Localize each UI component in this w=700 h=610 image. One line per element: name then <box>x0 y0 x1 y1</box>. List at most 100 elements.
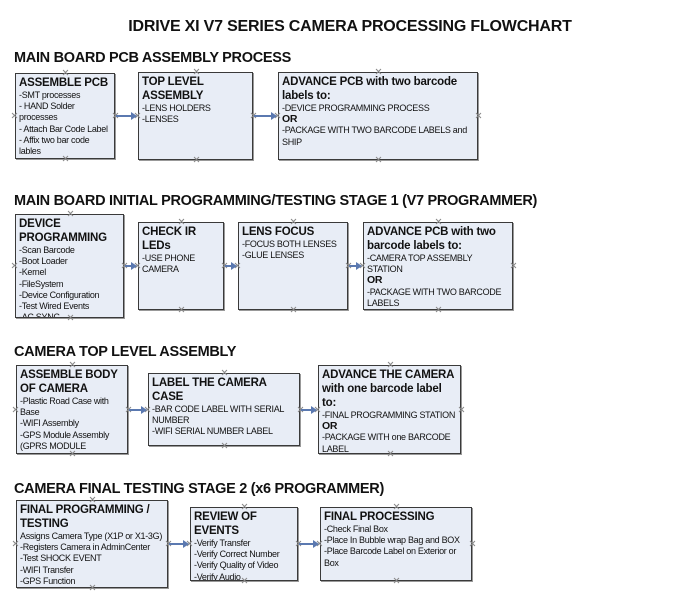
connection-point-icon <box>459 407 464 412</box>
connection-point-icon <box>222 370 227 375</box>
box-line: -LENSES <box>142 114 179 125</box>
box-title: FINAL PROGRAMMING / TESTING <box>20 504 150 530</box>
connection-point-icon <box>394 578 399 583</box>
connection-point-icon <box>68 211 73 216</box>
process-box: ADVANCE PCB with two barcode labels to:-… <box>363 222 513 310</box>
process-box: ASSEMBLE PCB -SMT processes- HAND Solder… <box>15 73 115 159</box>
connection-point-icon <box>291 307 296 312</box>
connection-point-icon <box>194 69 199 74</box>
box-line: -Boot Loader <box>19 256 68 267</box>
flow-arrow <box>299 540 319 548</box>
box-line: -Scan Barcode <box>19 245 75 255</box>
box-title: CHECK IR LEDs <box>142 226 196 252</box>
box-line: -FOCUS BOTH LENSES <box>242 239 337 249</box>
box-line: -GPS Module Assembly <box>20 429 110 440</box>
process-box: ASSEMBLE BODY OF CAMERA-Plastic Road Cas… <box>16 365 128 454</box>
box-line: -CAMERA TOP ASSEMBLY STATION <box>367 253 473 275</box>
flow-arrow <box>116 112 137 120</box>
box-line: -PACKAGE WITH one BARCODE LABEL <box>322 432 451 454</box>
connection-point-icon <box>394 504 399 509</box>
box-line: -WIFI SERIAL NUMBER LABEL <box>152 426 273 437</box>
box-line: -Place In Bubble wrap Bag and BOX <box>324 535 460 546</box>
connection-point-icon <box>511 263 516 268</box>
box-line: -SMT processes <box>19 90 81 100</box>
connection-point-icon <box>291 219 296 224</box>
connection-point-icon <box>436 307 441 312</box>
box-title: ADVANCE THE CAMERA with one barcode labe… <box>322 369 454 409</box>
flow-arrow <box>254 112 277 120</box>
connection-point-icon <box>179 307 184 312</box>
box-line: - HAND Solder processes <box>19 101 75 123</box>
connection-point-icon <box>222 443 227 448</box>
connection-point-icon <box>90 497 95 502</box>
flow-arrow <box>349 262 362 270</box>
box-line: -BAR CODE LABEL WITH SERIAL NUMBER <box>152 404 284 426</box>
box-line: -GPS Function <box>20 575 76 586</box>
connection-point-icon <box>470 541 475 546</box>
box-title: TOP LEVEL ASSEMBLY <box>142 76 204 102</box>
connection-point-icon <box>63 156 68 161</box>
connection-point-icon <box>13 407 18 412</box>
flow-arrow <box>169 540 189 548</box>
connection-point-icon <box>63 70 68 75</box>
box-line: -Verify Audio <box>194 571 241 581</box>
box-line: -USE PHONE CAMERA <box>142 253 196 275</box>
box-line: -WIFI Assembly <box>20 418 79 429</box>
box-title: ADVANCE PCB with two barcode labels to: <box>367 226 496 252</box>
box-line: -FileSystem <box>19 278 64 289</box>
box-line: -LENS HOLDERS <box>142 103 211 113</box>
box-line: -Verify Quality of Video <box>194 560 279 571</box>
box-line: -Verify Transfer <box>194 538 251 548</box>
box-line: -AC SYNC <box>19 312 60 318</box>
box-line: -Kernel <box>19 267 46 278</box>
box-line: -PACKAGE WITH TWO BARCODE LABELS <box>367 286 502 308</box>
box-title: LABEL THE CAMERA CASE <box>152 377 267 403</box>
connection-point-icon <box>242 504 247 509</box>
box-line: - Attach Bar Code Label <box>19 123 108 134</box>
process-box: ADVANCE PCB with two barcode labels to:-… <box>278 72 478 160</box>
connection-point-icon <box>70 362 75 367</box>
box-line: -FINAL PROGRAMMING STATION <box>322 410 456 420</box>
box-title: DEVICE PROGRAMMING <box>19 218 107 244</box>
box-title: ADVANCE PCB with two barcode labels to: <box>282 76 458 102</box>
box-line: -GLUE LENSES <box>242 250 304 261</box>
box-line: -Registers Camera in AdminCenter <box>20 542 150 553</box>
box-line: -Check Final Box <box>324 524 388 534</box>
box-line: (GPRS MODULE OPTIONAL <box>20 440 86 453</box>
connection-point-icon <box>12 113 17 118</box>
connection-point-icon <box>90 585 95 590</box>
box-title: ASSEMBLE PCB <box>19 77 108 89</box>
box-line: -Place Barcode Label on Exterior or Box <box>324 546 457 568</box>
flow-arrow <box>301 405 317 414</box>
box-line: OR <box>367 274 383 287</box>
connection-point-icon <box>436 219 441 224</box>
box-line: -Device Configuration <box>19 289 100 300</box>
connection-point-icon <box>388 451 393 456</box>
box-line: Assigns Camera Type (X1P or X1-3G) <box>20 531 163 541</box>
box-line: -DEVICE PROGRAMMING PROCESS <box>282 103 430 113</box>
box-title: FINAL PROCESSING <box>324 511 435 523</box>
connection-point-icon <box>194 157 199 162</box>
flow-arrow <box>125 262 137 270</box>
box-title: REVIEW OF EVENTS <box>194 511 257 537</box>
connection-point-icon <box>376 157 381 162</box>
section-heading: CAMERA FINAL TESTING STAGE 2 (x6 PROGRAM… <box>14 481 384 497</box>
connection-point-icon <box>13 541 18 546</box>
process-box: LABEL THE CAMERA CASE-BAR CODE LABEL WIT… <box>148 373 300 446</box>
process-box: REVIEW OF EVENTS-Verify Transfer -Verify … <box>190 507 298 581</box>
box-line: -Plastic Road Case with Base <box>20 396 109 418</box>
flow-arrow <box>129 405 147 414</box>
process-box: FINAL PROCESSING -Check Final Box-Place … <box>320 507 472 581</box>
connection-point-icon <box>68 315 73 320</box>
box-line: -Test SHOCK EVENT <box>20 553 102 564</box>
box-line: -Test Wired Events <box>19 301 90 312</box>
process-box: ADVANCE THE CAMERA with one barcode labe… <box>318 365 461 454</box>
process-box: DEVICE PROGRAMMING-Scan Barcode-Boot Loa… <box>15 214 124 318</box>
process-box: LENS FOCUS-FOCUS BOTH LENSES-GLUE LENSES <box>238 222 348 310</box>
flow-arrow <box>225 262 237 270</box>
process-box: CHECK IR LEDs-USE PHONE CAMERA <box>138 222 224 310</box>
process-box: TOP LEVEL ASSEMBLY-LENS HOLDERS-LENSES <box>138 72 253 160</box>
connection-point-icon <box>12 263 17 268</box>
